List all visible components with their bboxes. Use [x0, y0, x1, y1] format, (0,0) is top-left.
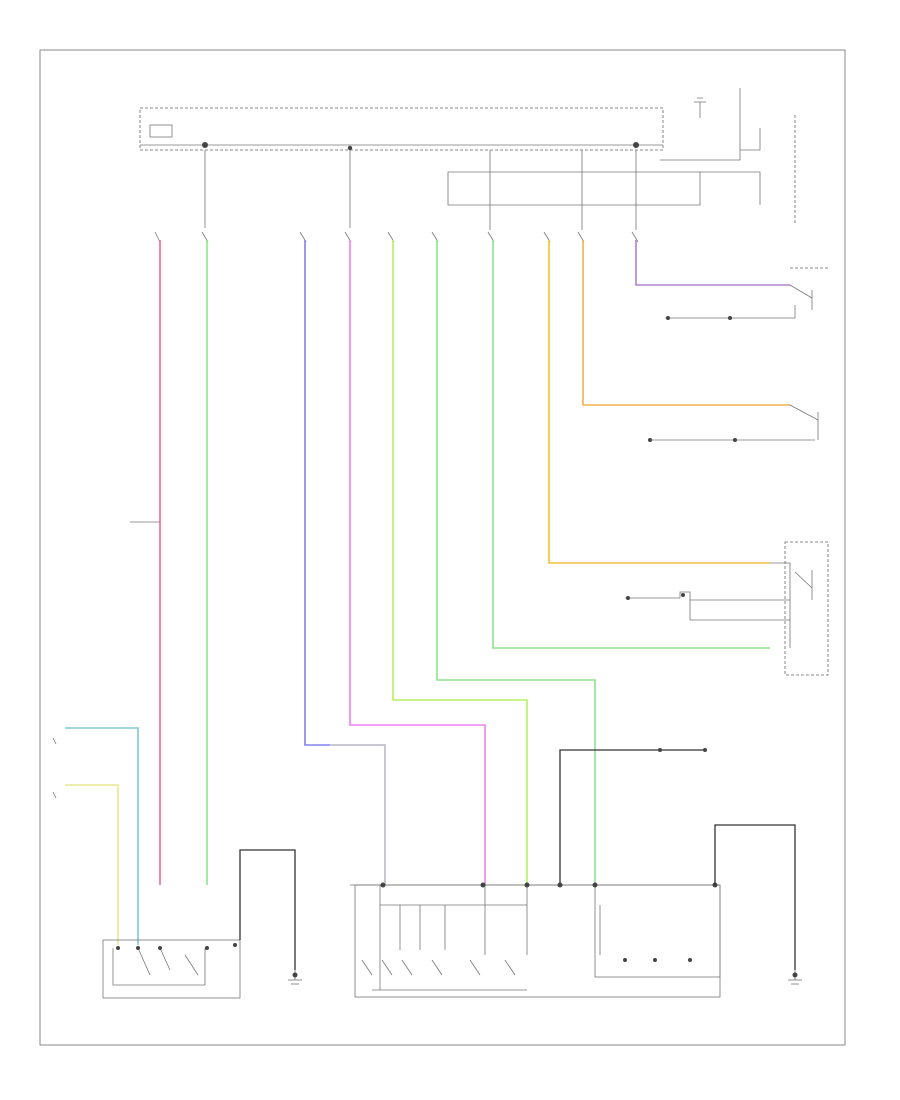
ground-left — [288, 970, 302, 985]
wire-green-right — [492, 240, 770, 649]
wire-magenta — [349, 240, 486, 885]
lower-center-switch-module — [350, 882, 721, 998]
wire-blue-grey-tail — [330, 744, 386, 885]
lower-right-relay — [714, 824, 802, 985]
connector-row-top — [154, 231, 639, 243]
wire-green-mid — [436, 240, 596, 885]
top-module — [139, 107, 664, 151]
upper-right-module — [447, 88, 796, 230]
switch-lower-right — [625, 541, 829, 676]
left-terminals — [52, 737, 57, 799]
wire-blue — [304, 240, 386, 885]
wire-purple — [635, 240, 790, 286]
wire-red — [130, 240, 161, 885]
switch-top-right — [665, 267, 830, 320]
diagram-frame — [39, 49, 846, 1046]
wire-pale-yellow — [65, 784, 119, 945]
wire-yellow-green — [392, 240, 528, 885]
lower-left-switch-module — [102, 849, 296, 999]
wire-cyan — [65, 727, 139, 945]
wire-orange-yellow — [548, 240, 770, 564]
wire-orange — [582, 240, 790, 406]
lower-center-feed — [559, 748, 707, 885]
switch-mid-right — [648, 404, 819, 442]
